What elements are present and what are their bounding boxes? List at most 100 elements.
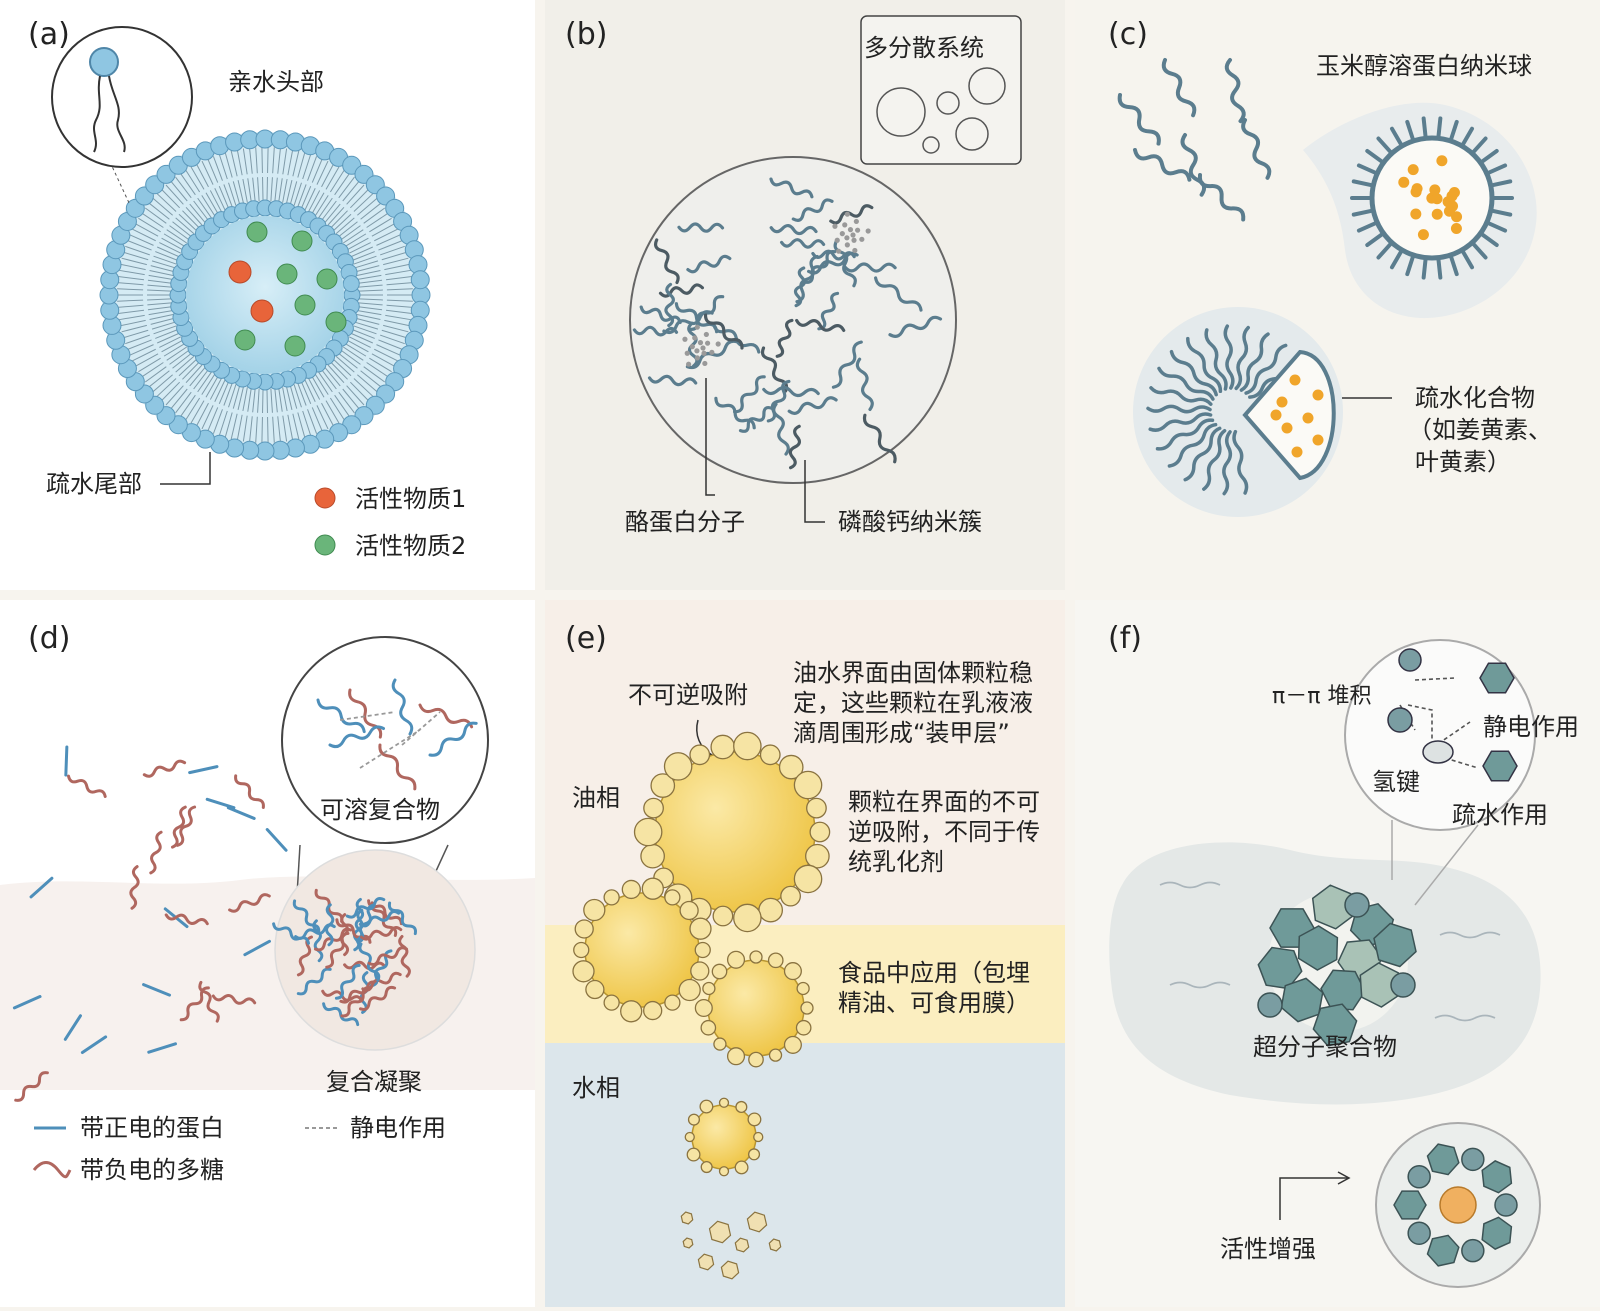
solvent-wave	[1439, 931, 1501, 939]
zein-chain	[1155, 418, 1215, 451]
lipid-tail	[327, 206, 345, 226]
lipid-tail	[237, 386, 245, 410]
panel-b: (b) 多分散系统 酪蛋白分子 磷酸钙纳米簇	[565, 15, 1022, 536]
lipid-tail	[201, 405, 214, 430]
active-substance-2	[294, 294, 316, 316]
lipid-tail	[287, 414, 294, 441]
solid-particle	[747, 1112, 762, 1127]
molecule-node	[1344, 892, 1370, 918]
lipid-tail	[354, 260, 379, 269]
solid-particle	[640, 843, 665, 869]
panel-f-letter: (f)	[1108, 621, 1142, 656]
legend-active2-label: 活性物质2	[355, 532, 466, 560]
zein-free-chains	[1117, 58, 1272, 222]
lipid-tail	[161, 381, 180, 402]
released-particle	[720, 1260, 740, 1280]
zein-spike	[1484, 220, 1508, 233]
lipid-tail	[218, 186, 230, 209]
solid-particle	[726, 1047, 746, 1066]
lipid-tail	[350, 332, 374, 344]
legend-polysaccharide-line	[32, 1161, 72, 1179]
lipid-tail	[175, 391, 192, 414]
zein-chain	[1186, 336, 1223, 394]
desc3-line1: 食品中应用（包埋	[838, 959, 1030, 987]
desc1-line3: 滴周围形成“装甲层”	[793, 719, 1010, 747]
lipid-tail	[369, 217, 392, 233]
solid-particle	[710, 734, 736, 760]
lipid-tail	[318, 371, 333, 393]
solid-particle	[633, 817, 663, 847]
dispersed-particle	[936, 91, 960, 115]
lipid-tail	[141, 212, 164, 228]
bioactive-dot	[1446, 190, 1458, 202]
lipid-tail	[121, 257, 147, 266]
lipid-tail	[147, 284, 172, 288]
panel-a-letter: (a)	[28, 17, 70, 52]
lipid-tail	[149, 314, 174, 321]
lipid-tail	[237, 180, 245, 204]
solid-particle	[783, 962, 802, 981]
solid-particle	[679, 900, 699, 921]
hydrophobic-tail-label: 疏水尾部	[46, 470, 142, 498]
lipid-tail	[156, 378, 177, 397]
lipid-tail	[201, 374, 216, 395]
zein-chain	[1232, 429, 1249, 495]
negative-polysaccharide	[398, 935, 411, 978]
lipid-tail	[170, 388, 188, 410]
solvent-waves	[1159, 881, 1501, 1022]
calcium-phosphate-dot	[709, 349, 715, 355]
lipid-tail	[358, 279, 383, 284]
lipid-tail	[117, 288, 144, 291]
zein-chain	[1222, 430, 1233, 496]
solid-particle	[700, 1019, 717, 1036]
panel-b-letter: (b)	[565, 17, 607, 52]
desc3-line2: 精油、可食用膜）	[838, 989, 1030, 1017]
lipid-tail	[311, 158, 323, 183]
positive-protein	[328, 725, 385, 749]
desc2-line3: 统乳化剂	[848, 848, 944, 876]
lipid-tail	[255, 416, 258, 443]
active-substance-1	[250, 299, 274, 323]
solid-particle	[641, 877, 664, 900]
zein-spike	[1470, 240, 1488, 260]
hbond-node	[1422, 740, 1454, 764]
hexagonal-monomer	[1426, 1234, 1460, 1267]
calcium-phosphate-dot	[684, 350, 690, 356]
lipid-tail	[350, 188, 369, 209]
active-substance-2	[246, 221, 268, 243]
coacervate-label: 复合凝聚	[326, 1068, 422, 1096]
positive-protein	[80, 1035, 108, 1055]
lipid-head-icon	[89, 47, 119, 77]
solid-particle	[733, 731, 762, 761]
lipid-tail	[360, 202, 382, 220]
lipid-tail	[304, 379, 316, 402]
lipid-tail	[347, 339, 369, 353]
supramolecular-cluster	[1257, 884, 1417, 1047]
hexagonal-monomer	[1311, 884, 1355, 930]
lipid-tail	[297, 412, 306, 438]
legend-electrostatic-label: 静电作用	[350, 1114, 446, 1142]
bioactive-dot	[1398, 176, 1410, 188]
lipid-tail	[338, 391, 355, 414]
lipid-tail	[190, 400, 205, 424]
solid-particle	[793, 770, 823, 800]
hexagonal-monomer	[1312, 1003, 1358, 1047]
lipid-tail	[307, 156, 318, 181]
pi-stack-label: π－π 堆积	[1272, 684, 1371, 709]
lipid-tail	[314, 195, 329, 216]
hydrophobic-complex	[1146, 324, 1336, 496]
lipid-tail	[272, 147, 275, 174]
lipid-tail	[195, 163, 209, 188]
solid-particle	[664, 889, 681, 906]
lipid-tail	[147, 279, 172, 284]
interaction-network	[1387, 648, 1518, 782]
negative-polysaccharide	[234, 774, 265, 809]
interaction-link	[1399, 677, 1479, 769]
coacervate-droplet	[274, 849, 476, 1051]
lipid-tail	[374, 228, 398, 242]
calcium-phosphate-dot	[865, 228, 871, 234]
casein-chain	[791, 198, 834, 222]
calcium-phosphate-dot	[839, 231, 845, 237]
lipid-tail	[212, 156, 223, 181]
lipid-tail	[293, 384, 302, 408]
